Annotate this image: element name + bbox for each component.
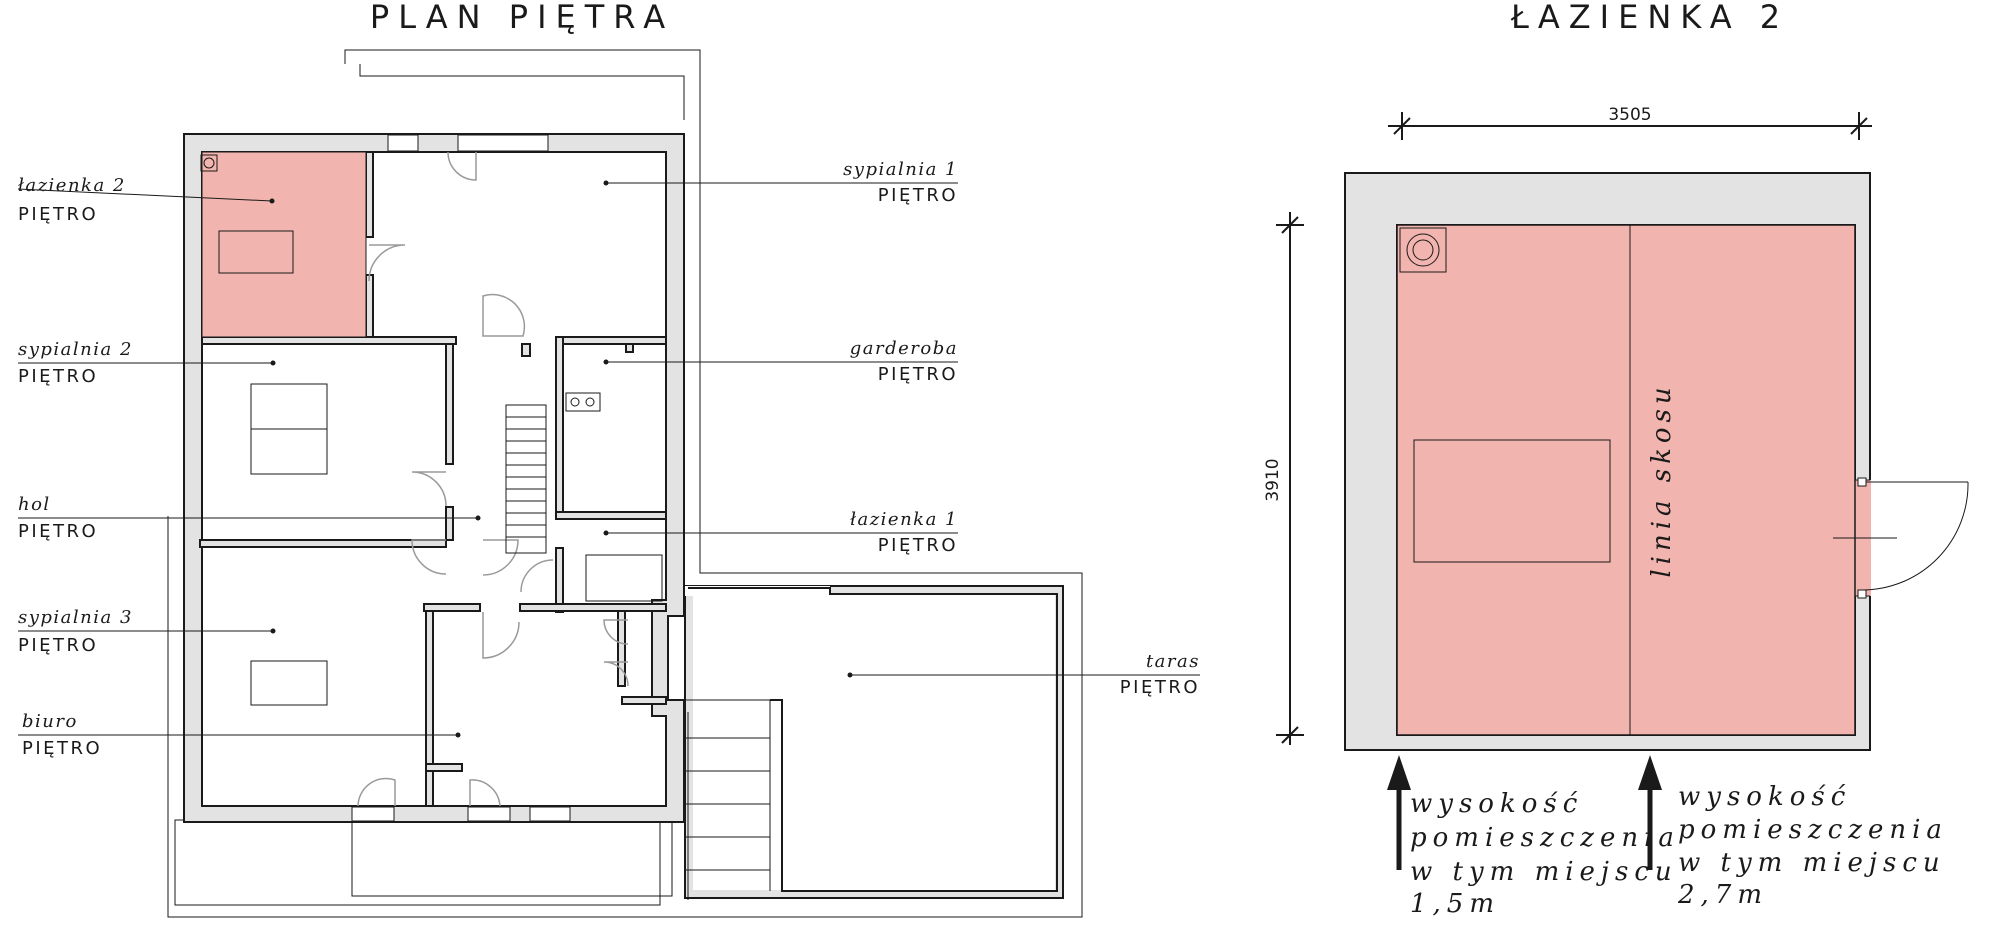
note-line: wysokość: [1410, 789, 1583, 819]
note-high: wysokość pomieszczenia w tym miejscu 2,7…: [1677, 782, 1948, 910]
room-name: sypialnia 1: [843, 159, 958, 180]
staircase: [505, 404, 547, 554]
bathroom-floor: [1396, 224, 1856, 736]
room-name: hol: [18, 494, 51, 515]
room-level: PIĘTRO: [18, 635, 98, 656]
furniture: [250, 383, 663, 706]
label-bedroom-1: sypialnia 1 PIĘTRO: [843, 159, 958, 206]
height-dimension: 3910: [1263, 212, 1304, 745]
door-swings: [357, 151, 629, 807]
room-level: PIĘTRO: [878, 364, 958, 385]
room-name: biuro: [22, 711, 78, 732]
room-leaders: [17, 180, 1200, 738]
exterior-walls: [183, 133, 685, 823]
label-bedroom-2: sypialnia 2 PIĘTRO: [18, 339, 133, 387]
note-line: w tym miejscu: [1410, 857, 1678, 887]
room-name: sypialnia 2: [18, 339, 133, 360]
detail-door: [1833, 477, 1969, 599]
note-line: 2,7m: [1677, 880, 1768, 910]
height-arrow-high: [1638, 755, 1662, 870]
room-level: PIĘTRO: [1120, 677, 1200, 698]
cooktop-icon: [565, 392, 601, 412]
room-name: sypialnia 3: [18, 607, 133, 628]
note-line: pomieszczenia: [1678, 815, 1948, 845]
room-level: PIĘTRO: [878, 185, 958, 206]
note-line: w tym miejscu: [1678, 848, 1946, 878]
note-line: pomieszczenia: [1410, 823, 1680, 853]
room-name: łazienka 1: [850, 509, 958, 530]
label-terrace: taras PIĘTRO: [1120, 651, 1200, 698]
windows: [351, 134, 571, 822]
label-office: biuro PIĘTRO: [22, 711, 102, 759]
bathtub: [218, 230, 294, 274]
plan-title: PLAN PIĘTRA: [370, 0, 674, 36]
height-arrow-low: [1387, 755, 1411, 870]
height-value: 3910: [1263, 458, 1283, 501]
width-value: 3505: [1608, 105, 1651, 125]
label-bedroom-3: sypialnia 3 PIĘTRO: [18, 607, 133, 656]
room-level: PIĘTRO: [18, 366, 98, 387]
detail-title: ŁAZIENKA 2: [1510, 0, 1789, 36]
terrace: [684, 585, 1064, 900]
room-name: łazienka 2: [18, 175, 126, 196]
label-wardrobe: garderoba PIĘTRO: [850, 338, 958, 385]
detail-toilet-icon: [1399, 227, 1447, 273]
room-level: PIĘTRO: [22, 738, 102, 759]
bathroom-2-highlight: [201, 151, 367, 338]
room-name: taras: [1146, 651, 1200, 672]
room-level: PIĘTRO: [18, 521, 98, 542]
note-low: wysokość pomieszczenia w tym miejscu 1,5…: [1410, 789, 1680, 919]
slope-label: linia skosu: [1647, 382, 1677, 577]
label-hall: hol PIĘTRO: [18, 494, 98, 542]
room-level: PIĘTRO: [878, 535, 958, 556]
room-name: garderoba: [850, 338, 958, 359]
note-line: wysokość: [1678, 782, 1851, 812]
label-bathroom-1: łazienka 1 PIĘTRO: [850, 509, 958, 556]
toilet-icon: [200, 154, 218, 172]
width-dimension: 3505: [1388, 105, 1872, 140]
detail-bathtub: [1413, 439, 1611, 563]
note-line: 1,5m: [1410, 889, 1500, 919]
room-level: PIĘTRO: [18, 204, 98, 225]
label-bathroom-2: łazienka 2 PIĘTRO: [18, 175, 126, 225]
